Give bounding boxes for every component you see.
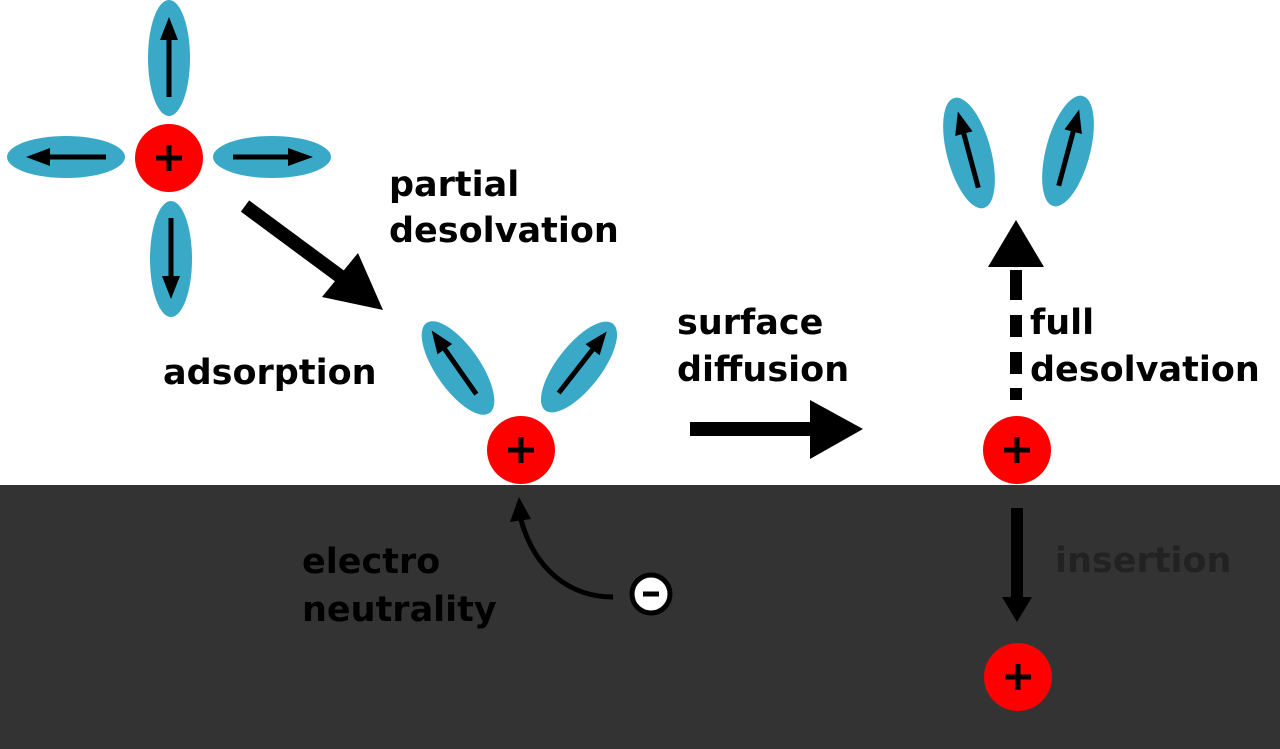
full-desolvation-arrow bbox=[988, 220, 1044, 400]
adsorption-arrow bbox=[240, 200, 383, 310]
electrode-region bbox=[0, 485, 1280, 749]
dipole-arrow-icon bbox=[162, 276, 180, 299]
solvent-molecule-left bbox=[7, 136, 125, 178]
surface-diffusion-label-line2: diffusion bbox=[677, 350, 849, 390]
full-desolvation-label-line1: full bbox=[1030, 303, 1094, 343]
solvent-molecule-up bbox=[148, 0, 190, 116]
surface-diffusion-label-line1: surface bbox=[677, 303, 823, 343]
dipole-arrow-icon bbox=[431, 330, 453, 355]
electroneutrality-label-line2: neutrality bbox=[302, 590, 497, 630]
released-solvent-group bbox=[943, 95, 1094, 209]
dipole-arrow-icon bbox=[1064, 109, 1082, 135]
electroneutrality-label-line1: electro bbox=[302, 542, 440, 582]
adsorption-label: adsorption bbox=[163, 353, 377, 393]
dipole-arrow-icon bbox=[26, 148, 50, 166]
solvated-ion-group bbox=[7, 0, 331, 317]
full-desolvation-label-line2: desolvation bbox=[1030, 350, 1260, 390]
released-solvent-molecule-right bbox=[1042, 95, 1094, 207]
dipole-arrow-icon bbox=[585, 331, 607, 356]
cation-adsorbed bbox=[487, 416, 555, 484]
insertion-arrow bbox=[1002, 508, 1032, 622]
solvent-molecule-left-tilted bbox=[421, 321, 495, 415]
solvent-molecule-right-tilted bbox=[540, 321, 618, 413]
cation-inserted bbox=[984, 643, 1052, 711]
cation-solvated bbox=[135, 124, 203, 192]
surface-diffusion-arrow bbox=[690, 400, 863, 459]
solvent-molecule-down bbox=[150, 201, 192, 317]
partial-desolvation-label-line2: desolvation bbox=[389, 211, 619, 251]
anion bbox=[629, 572, 673, 616]
electroneutrality-arrow bbox=[510, 497, 614, 600]
solvent-molecule-right bbox=[213, 136, 331, 178]
partial-desolvation-label-line1: partial bbox=[389, 165, 519, 205]
insertion-label: insertion bbox=[1055, 541, 1231, 581]
adsorbed-ion-group bbox=[421, 321, 618, 484]
released-solvent-molecule-left bbox=[943, 97, 995, 209]
dipole-arrow-icon bbox=[288, 148, 313, 166]
cation-surface bbox=[983, 416, 1051, 484]
dipole-arrow-icon bbox=[160, 17, 178, 40]
dipole-arrow-icon bbox=[955, 111, 973, 137]
